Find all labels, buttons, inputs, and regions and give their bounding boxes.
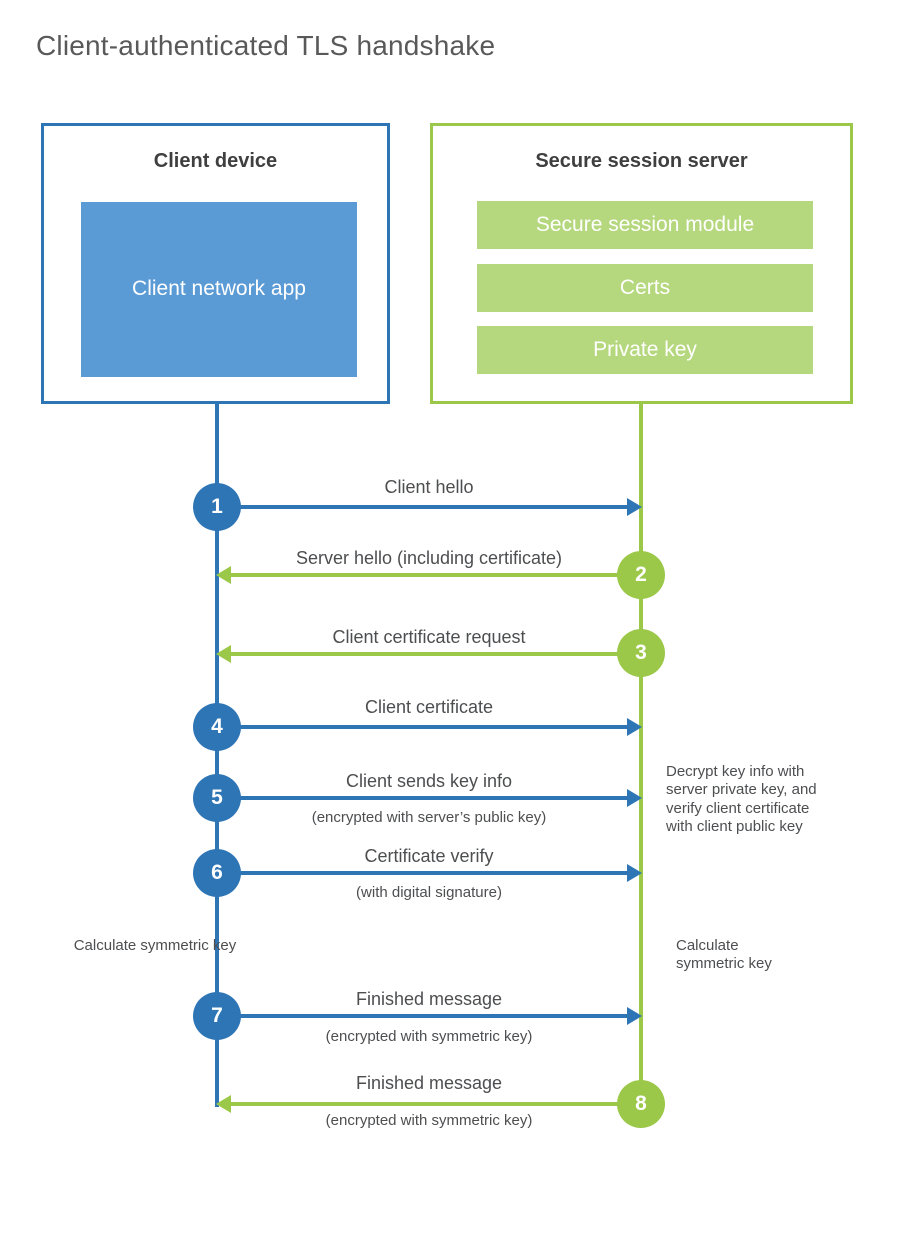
client-device-box: Client device Client network app [41, 123, 390, 404]
arrow-5-head-right-icon [627, 789, 642, 807]
step-circle-7: 7 [193, 992, 241, 1040]
arrow-8-head-left-icon [216, 1095, 231, 1113]
message-label: Client hello [384, 477, 474, 497]
message-sublabel: (encrypted with symmetric key) [325, 1112, 533, 1129]
step-circle-6: 6 [193, 849, 241, 897]
arrow-8-line [231, 1102, 641, 1106]
arrow-1-line [219, 505, 627, 509]
arrow-3-head-left-icon [216, 645, 231, 663]
message-label: Client certificate [364, 697, 494, 717]
arrow-2-line [231, 573, 641, 577]
server-module-certs: Certs [477, 264, 813, 312]
client-device-title: Client device [153, 150, 278, 172]
step-circle-4: 4 [193, 703, 241, 751]
server-lifeline [639, 404, 643, 1104]
step-circle-3: 3 [617, 629, 665, 677]
server-module-secure-session-module: Secure session module [477, 201, 813, 249]
client-network-app-box: Client network app [81, 202, 357, 377]
message-label: Client sends key info [345, 771, 513, 791]
step-circle-2: 2 [617, 551, 665, 599]
message-label: Finished message [355, 1073, 503, 1093]
decrypt-key-note: Decrypt key info with server private key… [666, 763, 817, 835]
arrow-7-head-right-icon [627, 1007, 642, 1025]
calculate-symmetric-key-note-left: Calculate symmetric key [73, 937, 237, 954]
page-title: Client-authenticated TLS handshake [36, 30, 496, 61]
message-sublabel: (with digital signature) [356, 884, 502, 901]
message-sublabel: (encrypted with server’s public key) [311, 809, 547, 826]
arrow-1-head-right-icon [627, 498, 642, 516]
server-module-private-key: Private key [477, 326, 813, 374]
message-label: Finished message [355, 989, 503, 1009]
arrow-6-line [219, 871, 627, 875]
step-circle-1: 1 [193, 483, 241, 531]
step-circle-5: 5 [193, 774, 241, 822]
arrow-4-line [219, 725, 627, 729]
message-label: Client certificate request [332, 627, 526, 647]
client-lifeline [215, 404, 219, 1107]
arrow-5-line [219, 796, 627, 800]
message-sublabel: (encrypted with symmetric key) [325, 1028, 533, 1045]
calculate-symmetric-key-note-right: Calculate symmetric key [676, 937, 772, 973]
client-network-app-label: Client network app [132, 277, 306, 301]
arrow-2-head-left-icon [216, 566, 231, 584]
arrow-6-head-right-icon [627, 864, 642, 882]
arrow-3-line [231, 652, 641, 656]
secure-session-server-box: Secure session server Secure session mod… [430, 123, 853, 404]
arrow-7-line [219, 1014, 627, 1018]
step-circle-8: 8 [617, 1080, 665, 1128]
arrow-4-head-right-icon [627, 718, 642, 736]
message-label: Server hello (including certificate) [295, 548, 563, 568]
secure-session-server-title: Secure session server [535, 150, 748, 172]
message-label: Certificate verify [364, 846, 494, 866]
